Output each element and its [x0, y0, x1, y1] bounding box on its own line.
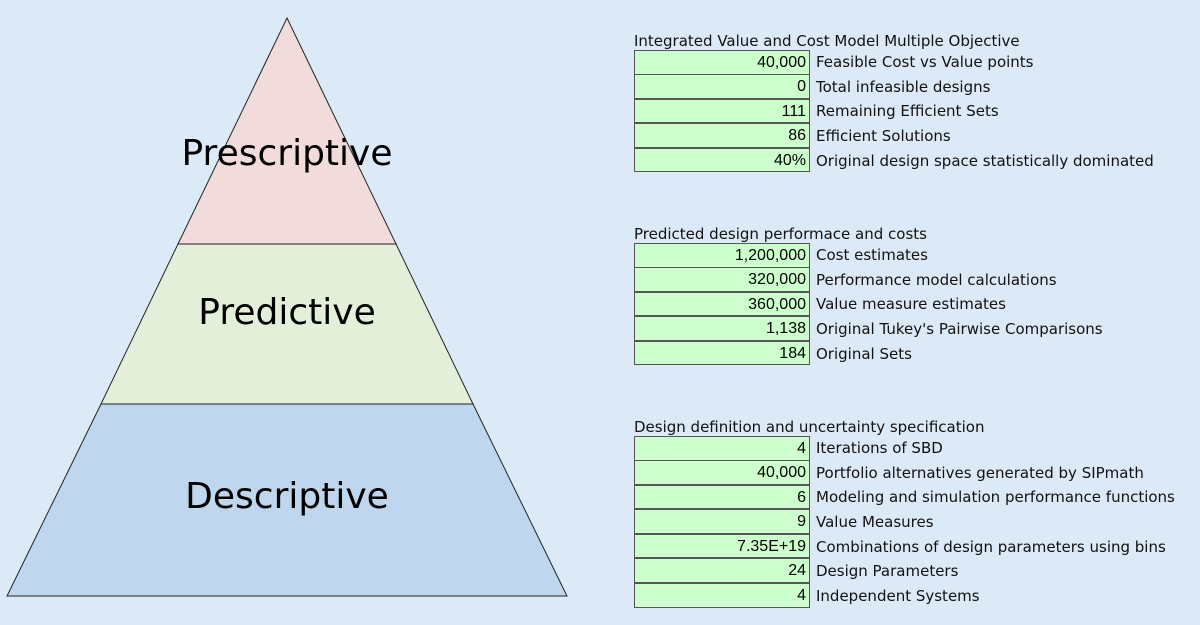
panel-design-definition: Design definition and uncertainty specif…: [634, 412, 1175, 608]
table-row: 86 Efficient Solutions: [634, 123, 1154, 149]
cell-value: 4: [634, 436, 810, 461]
cell-label: Original Tukey's Pairwise Comparisons: [816, 320, 1103, 339]
table-row: 24 Design Parameters: [634, 558, 1175, 584]
cell-value: 6: [634, 484, 810, 510]
table-row: 40,000 Feasible Cost vs Value points: [634, 50, 1154, 75]
cell-value: 111: [634, 98, 810, 124]
cell-value: 1,138: [634, 316, 810, 341]
cell-label: Independent Systems: [816, 586, 980, 605]
cell-value: 1,200,000: [634, 243, 810, 268]
pyramid-tier-prescriptive: [177, 16, 397, 245]
cell-value: 40,000: [634, 50, 810, 75]
pyramid-tier-descriptive: [6, 403, 568, 597]
table-row: 4 Independent Systems: [634, 583, 1175, 609]
cell-value: 40,000: [634, 460, 810, 485]
cell-value: 360,000: [634, 291, 810, 317]
cell-label: Performance model calculations: [816, 270, 1057, 289]
panel-multiple-objective: Integrated Value and Cost Model Multiple…: [634, 26, 1154, 173]
cell-label: Value Measures: [816, 513, 934, 532]
cell-label: Efficient Solutions: [816, 127, 951, 146]
table-row: 320,000 Performance model calculations: [634, 267, 1103, 293]
cell-value: 184: [634, 340, 810, 366]
cell-value: 0: [634, 74, 810, 99]
table-row: 7.35E+19 Combinations of design parameter…: [634, 533, 1175, 559]
table-row: 111 Remaining Efficient Sets: [634, 98, 1154, 124]
cell-label: Total infeasible designs: [816, 77, 991, 96]
table-row: 1,200,000 Cost estimates: [634, 243, 1103, 268]
pyramid-label-descriptive: Descriptive: [185, 476, 389, 517]
panel-predicted-performance: Predicted design performace and costs 1,…: [634, 219, 1103, 366]
analytics-pyramid: Prescriptive Predictive Descriptive: [6, 16, 568, 597]
cell-label: Remaining Efficient Sets: [816, 102, 999, 121]
table-row: 1,138 Original Tukey's Pairwise Compariso…: [634, 316, 1103, 342]
cell-label: Design Parameters: [816, 562, 959, 581]
panel-title: Design definition and uncertainty specif…: [634, 418, 985, 436]
cell-label: Feasible Cost vs Value points: [816, 53, 1034, 72]
cell-label: Iterations of SBD: [816, 439, 943, 458]
cell-label: Portfolio alternatives generated by SIPm…: [816, 463, 1144, 482]
cell-label: Modeling and simulation performance func…: [816, 488, 1175, 507]
table-row: 40,000 Portfolio alternatives generated b…: [634, 460, 1175, 486]
table-row: 0 Total infeasible designs: [634, 74, 1154, 100]
table-row: 9 Value Measures: [634, 509, 1175, 535]
cell-label: Cost estimates: [816, 246, 928, 265]
panel-title: Predicted design performace and costs: [634, 225, 927, 243]
cell-value: 4: [634, 583, 810, 608]
table-row: 184 Original Sets: [634, 340, 1103, 366]
cell-value: 86: [634, 123, 810, 148]
cell-value: 320,000: [634, 267, 810, 292]
table-row: 360,000 Value measure estimates: [634, 291, 1103, 317]
cell-label: Original design space statistically domi…: [816, 151, 1154, 170]
pyramid-label-prescriptive: Prescriptive: [181, 133, 392, 174]
cell-label: Value measure estimates: [816, 295, 1006, 314]
cell-value: 7.35E+19: [634, 533, 810, 559]
table-row: 4 Iterations of SBD: [634, 436, 1175, 461]
cell-label: Combinations of design parameters using …: [816, 537, 1166, 556]
cell-label: Original Sets: [816, 344, 912, 363]
cell-value: 24: [634, 558, 810, 584]
cell-value: 40%: [634, 147, 810, 173]
cell-value: 9: [634, 509, 810, 534]
panel-title: Integrated Value and Cost Model Multiple…: [634, 32, 1020, 50]
table-row: 40% Original design space statistically d…: [634, 147, 1154, 173]
pyramid-label-predictive: Predictive: [198, 292, 375, 333]
table-row: 6 Modeling and simulation performance fun…: [634, 484, 1175, 510]
